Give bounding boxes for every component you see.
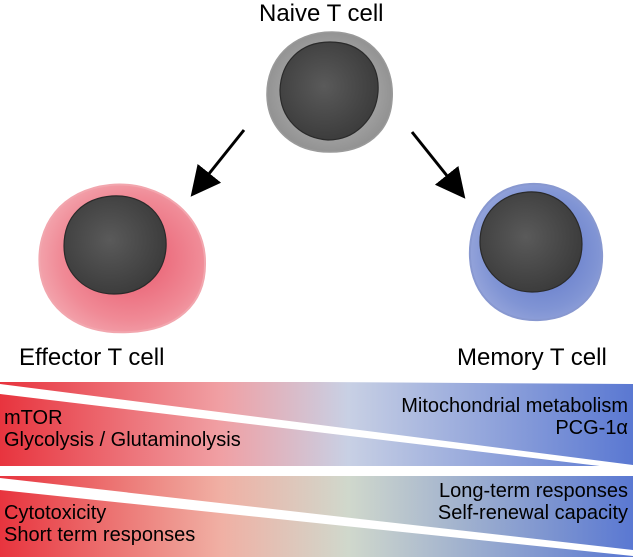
memory-t-cell [468,182,604,322]
metabolism-left-line-1: mTOR [4,407,63,429]
function-right-line-2: Self-renewal capacity [437,502,628,524]
metabolism-right-line-1: Mitochondrial metabolism [401,395,628,417]
metabolism-divider [0,384,633,470]
metabolism-left-line-2: Glycolysis / Glutaminolysis [4,429,241,451]
effector-nucleus [63,195,167,295]
naive-t-cell [266,31,393,153]
function-band [0,476,633,557]
memory-cell-label: Memory T cell [457,344,607,371]
metabolism-right-line-2: PCG-1α [555,417,628,439]
function-left-line-1: Cytotoxicity [4,502,107,524]
effector-cell-label: Effector T cell [19,344,165,371]
memory-nucleus [479,191,583,293]
effector-t-cell [38,183,207,334]
naive-cell-label: Naive T cell [259,0,384,27]
arrow-to-effector [190,129,246,197]
function-divider [0,478,633,556]
naive-nucleus [279,41,379,141]
arrow-to-memory [410,131,466,199]
function-left-line-2: Short term responses [4,524,196,546]
function-right-line-1: Long-term responses [439,480,628,502]
metabolism-band [0,380,633,470]
